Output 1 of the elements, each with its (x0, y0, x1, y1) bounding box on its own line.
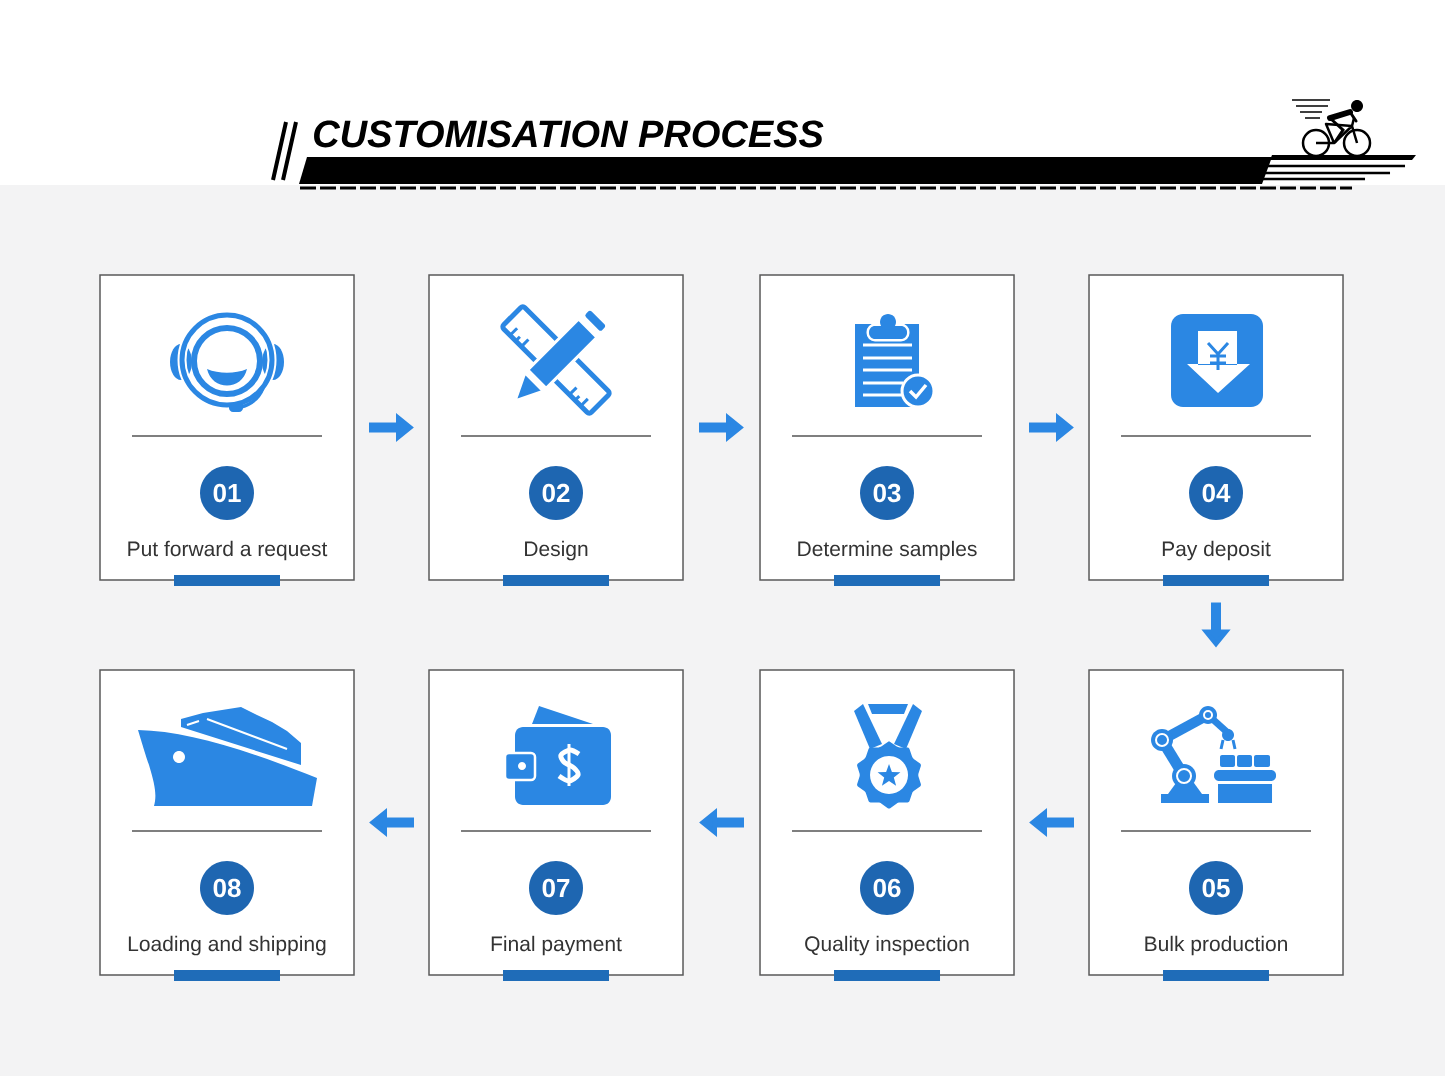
title: CUSTOMISATION PROCESS (314, 120, 824, 148)
